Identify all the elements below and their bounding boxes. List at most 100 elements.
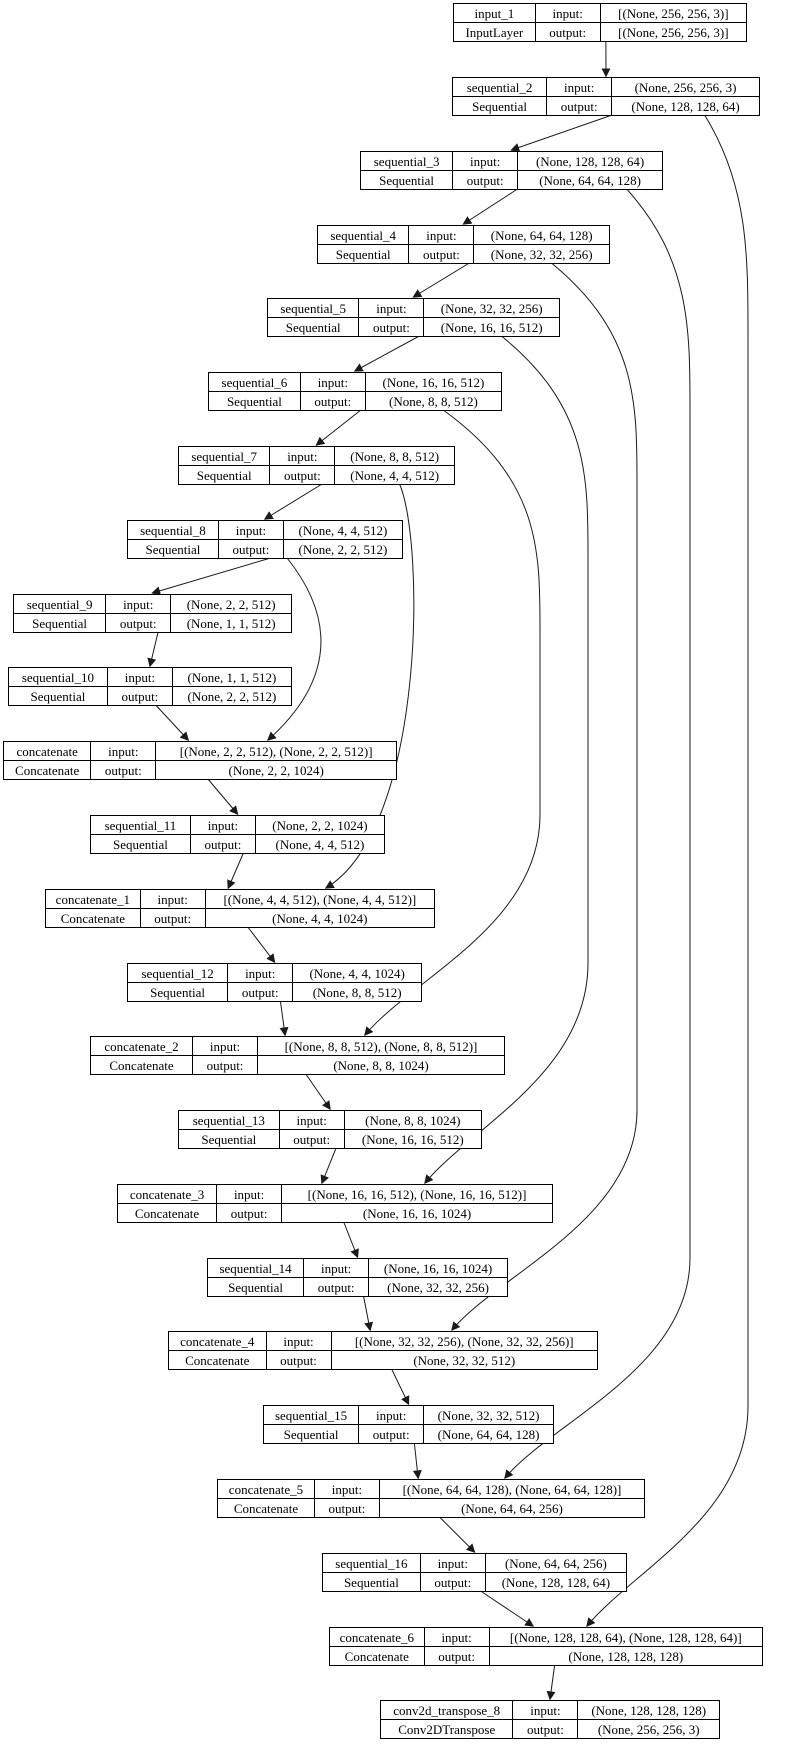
input-shape: (None, 128, 128, 64) <box>517 151 663 171</box>
output-label: output: <box>423 1646 490 1666</box>
input-shape: [(None, 2, 2, 512), (None, 2, 2, 512)] <box>155 741 397 761</box>
layer-type: Concatenate <box>45 908 141 928</box>
input-shape: (None, 16, 16, 1024) <box>368 1258 508 1278</box>
output-label: output: <box>303 1277 370 1297</box>
layer-type: Sequential <box>316 244 410 264</box>
output-shape: (None, 4, 4, 512) <box>254 834 386 854</box>
edge-sequential_4-to-sequential_5 <box>412 262 470 298</box>
layer-name: sequential_3 <box>359 151 454 171</box>
input-label: input: <box>105 594 172 614</box>
edge-concatenate_5-to-sequential_16 <box>439 1516 476 1553</box>
layer-name: sequential_16 <box>322 1553 421 1573</box>
output-label: output: <box>227 982 294 1002</box>
layer-name: sequential_14 <box>206 1258 305 1278</box>
output-shape: (None, 32, 32, 512) <box>330 1350 598 1370</box>
layer-name: sequential_5 <box>266 298 360 318</box>
output-shape: (None, 4, 4, 1024) <box>204 908 436 928</box>
input-shape: (None, 8, 8, 512) <box>334 446 455 466</box>
edge-sequential_3-to-concatenate_5 <box>504 188 691 1480</box>
input-label: input: <box>452 151 519 171</box>
layer-name: sequential_11 <box>90 815 191 835</box>
edge-concatenate-to-sequential_11 <box>207 778 239 816</box>
layer-type: Concatenate <box>168 1350 267 1370</box>
layer-type: Sequential <box>208 391 301 411</box>
input-shape: [(None, 256, 256, 3)] <box>599 3 748 23</box>
input-shape: (None, 128, 128, 128) <box>577 1700 720 1720</box>
output-label: output: <box>265 1350 332 1370</box>
output-label: output: <box>269 465 336 485</box>
layer-type: Sequential <box>177 465 271 485</box>
edge-sequential_13-to-concatenate_3 <box>320 1147 337 1185</box>
edge-concatenate_1-to-sequential_12 <box>247 926 276 964</box>
output-label: output: <box>358 317 425 337</box>
edge-sequential_5-to-sequential_6 <box>353 335 420 372</box>
input-label: input: <box>216 1184 283 1204</box>
output-shape: (None, 4, 4, 512) <box>334 465 455 485</box>
output-shape: (None, 16, 16, 512) <box>423 317 560 337</box>
input-shape: (None, 32, 32, 256) <box>423 298 560 318</box>
layer-name: conv2d_transpose_8 <box>379 1700 514 1720</box>
edge-concatenate_4-to-sequential_15 <box>391 1368 410 1406</box>
edge-sequential_8-to-concatenate <box>266 557 322 741</box>
layer-type: Sequential <box>178 1129 280 1149</box>
output-label: output: <box>105 613 172 633</box>
output-label: output: <box>534 22 601 42</box>
output-shape: (None, 64, 64, 128) <box>517 170 663 190</box>
output-label: output: <box>278 1129 345 1149</box>
input-shape: [(None, 16, 16, 512), (None, 16, 16, 512… <box>281 1184 553 1204</box>
edge-paths <box>147 40 749 1701</box>
edge-sequential_15-to-concatenate_5 <box>412 1442 422 1480</box>
input-shape: (None, 16, 16, 512) <box>364 372 503 392</box>
input-label: input: <box>313 1479 380 1499</box>
layer-name: sequential_15 <box>262 1405 360 1425</box>
input-label: input: <box>358 1405 425 1425</box>
input-shape: (None, 8, 8, 1024) <box>343 1110 483 1130</box>
layer-name: sequential_13 <box>178 1110 280 1130</box>
input-shape: [(None, 8, 8, 512), (None, 8, 8, 512)] <box>257 1036 505 1056</box>
output-shape: (None, 64, 64, 256) <box>378 1498 646 1518</box>
edge-sequential_4-to-concatenate_4 <box>451 262 638 1332</box>
edge-sequential_2-to-concatenate_6 <box>586 114 749 1628</box>
input-shape: [(None, 4, 4, 512), (None, 4, 4, 512)] <box>204 889 436 909</box>
layer-type: Sequential <box>359 170 454 190</box>
output-label: output: <box>216 1203 283 1223</box>
output-shape: (None, 1, 1, 512) <box>170 613 292 633</box>
layer-name: input_1 <box>453 3 536 23</box>
input-shape: [(None, 64, 64, 128), (None, 64, 64, 128… <box>378 1479 646 1499</box>
layer-name: sequential_4 <box>316 225 410 245</box>
output-label: output: <box>419 1572 486 1592</box>
output-shape: (None, 128, 128, 128) <box>488 1646 764 1666</box>
output-label: output: <box>90 760 157 780</box>
edge-sequential_7-to-sequential_8 <box>263 483 323 520</box>
layer-type: Sequential <box>126 982 229 1002</box>
output-shape: (None, 2, 2, 1024) <box>155 760 397 780</box>
edge-sequential_11-to-concatenate_1 <box>227 852 244 890</box>
edge-sequential_14-to-concatenate_4 <box>363 1295 374 1332</box>
output-label: output: <box>139 908 206 928</box>
output-label: output: <box>217 539 284 559</box>
input-label: input: <box>534 3 601 23</box>
output-shape: (None, 8, 8, 1024) <box>257 1055 505 1075</box>
